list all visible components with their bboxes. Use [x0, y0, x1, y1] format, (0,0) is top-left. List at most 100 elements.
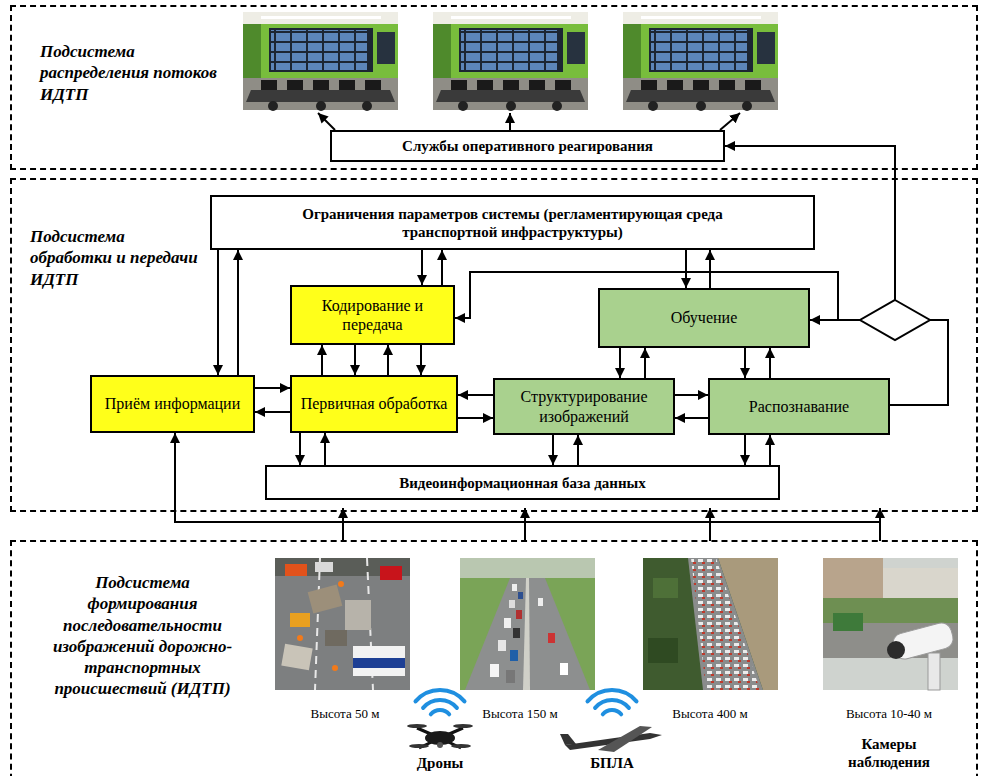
connector-arrow	[675, 417, 708, 419]
accident-photo	[353, 646, 405, 676]
box-label: Приём информации	[105, 394, 240, 413]
process-box: Кодирование и передача	[290, 285, 455, 345]
highway-photo	[498, 640, 506, 651]
box-label: Первичная обработка	[301, 394, 448, 413]
input-arrow	[524, 508, 526, 541]
connector-arrow	[685, 250, 687, 288]
box-label: Структурирование изображений	[503, 387, 665, 425]
highway-photo	[465, 578, 590, 690]
highway-photo	[504, 618, 511, 628]
connector-arrow	[255, 411, 290, 413]
accident-photo	[380, 566, 402, 580]
accident-photo	[338, 581, 344, 587]
dispatch-arrow	[318, 113, 740, 130]
accident-photo	[325, 630, 347, 646]
subsystem-region: Подсистема обработки и передачи ИДТП Огра…	[10, 178, 978, 512]
highway-photo	[523, 578, 530, 690]
connector-arrow	[217, 250, 219, 375]
connector-arrow	[387, 345, 389, 375]
connector-arrow	[769, 435, 771, 465]
traffic-jam-photo	[643, 558, 778, 690]
connector-arrow	[644, 348, 646, 378]
drone-icon	[407, 724, 427, 728]
connector-arrow	[299, 433, 301, 465]
connector-arrow	[420, 345, 422, 375]
wireless-signal	[423, 700, 457, 708]
uav-icon	[560, 734, 576, 745]
connector-arrow	[725, 146, 948, 405]
wireless-signal	[431, 710, 449, 714]
connector-arrow	[441, 250, 443, 285]
wireless-signal	[595, 700, 629, 708]
traffic-jam-photo	[691, 558, 760, 690]
connector-arrow	[675, 394, 708, 396]
dispatch-arrow	[720, 113, 740, 130]
camera-photo	[823, 558, 958, 690]
subsystem-region: Подсистема распределения потоков ИДТП Слу…	[10, 5, 978, 170]
box-label: Кодирование и передача	[314, 296, 431, 334]
camera-photo	[928, 653, 940, 690]
region-title: Подсистема обработки и передачи ИДТП	[30, 226, 200, 290]
accident-photo	[275, 558, 410, 690]
connector-arrow	[255, 387, 290, 389]
accident-photo	[308, 584, 343, 613]
highway-photo	[516, 610, 522, 619]
caption-label: Дроны	[400, 754, 480, 772]
drone-icon	[409, 744, 429, 748]
connector-arrow	[619, 348, 621, 378]
box-label: Службы оперативного реагирования	[402, 137, 653, 155]
connector-arrow	[458, 394, 493, 396]
accident-photo	[297, 635, 303, 641]
box-label: Видеоинформационная база данных	[399, 474, 646, 492]
drone-icon	[453, 724, 473, 728]
control-room-photo	[433, 12, 588, 111]
highway-photo	[548, 633, 555, 643]
process-box: Распознавание	[708, 378, 890, 435]
dispatch-arrow	[318, 113, 335, 130]
wireless-signal	[588, 690, 637, 701]
connector-arrow	[744, 348, 746, 378]
input-arrow	[343, 508, 880, 541]
caption-label: Высота 10-40 м	[829, 706, 949, 722]
process-box: Первичная обработка	[290, 375, 458, 433]
caption-label: Высота 150 м	[465, 706, 575, 722]
highway-photo	[560, 663, 568, 675]
highway-photo	[510, 650, 518, 661]
drone-icon	[451, 744, 471, 748]
connector-arrow	[321, 345, 323, 375]
subsystem-region: Подсистема формирования последовательнос…	[10, 540, 978, 776]
accident-photo	[285, 564, 307, 576]
caption-label: Высота 400 м	[655, 706, 765, 722]
decision-diamond	[860, 300, 930, 340]
accident-photo	[345, 600, 371, 630]
region-title: Подсистема распределения потоков ИДТП	[40, 41, 235, 105]
connector-arrow	[237, 250, 239, 375]
connector-arrow	[709, 250, 711, 288]
drone-icon	[437, 742, 443, 748]
connector-arrow	[744, 435, 746, 465]
box-label: Ограничения параметров системы (регламен…	[293, 205, 733, 241]
highway-photo	[460, 558, 595, 578]
connector-arrow	[354, 345, 356, 375]
highway-photo	[513, 628, 520, 638]
highway-photo	[460, 558, 595, 690]
process-box: Ограничения параметров системы (регламен…	[210, 195, 815, 250]
traffic-jam-photo	[653, 578, 678, 598]
camera-photo	[887, 641, 905, 659]
control-room-photo	[623, 12, 778, 111]
traffic-jam-photo	[688, 558, 763, 690]
process-box: Службы оперативного реагирования	[330, 130, 725, 162]
highway-photo	[538, 598, 543, 606]
caption-label: Высота 50 м	[290, 706, 400, 722]
drone-icon	[407, 724, 473, 748]
connector-arrow	[552, 435, 554, 465]
traffic-jam-photo	[648, 638, 678, 663]
accident-photo	[315, 562, 333, 572]
connector-arrow	[175, 433, 880, 540]
dispatch-arrow	[509, 113, 511, 130]
caption-label: Камеры наблюдения	[834, 735, 944, 771]
highway-photo	[490, 664, 499, 677]
control-room-photo	[243, 12, 398, 111]
highway-photo	[460, 558, 595, 690]
uav-icon	[598, 726, 652, 752]
